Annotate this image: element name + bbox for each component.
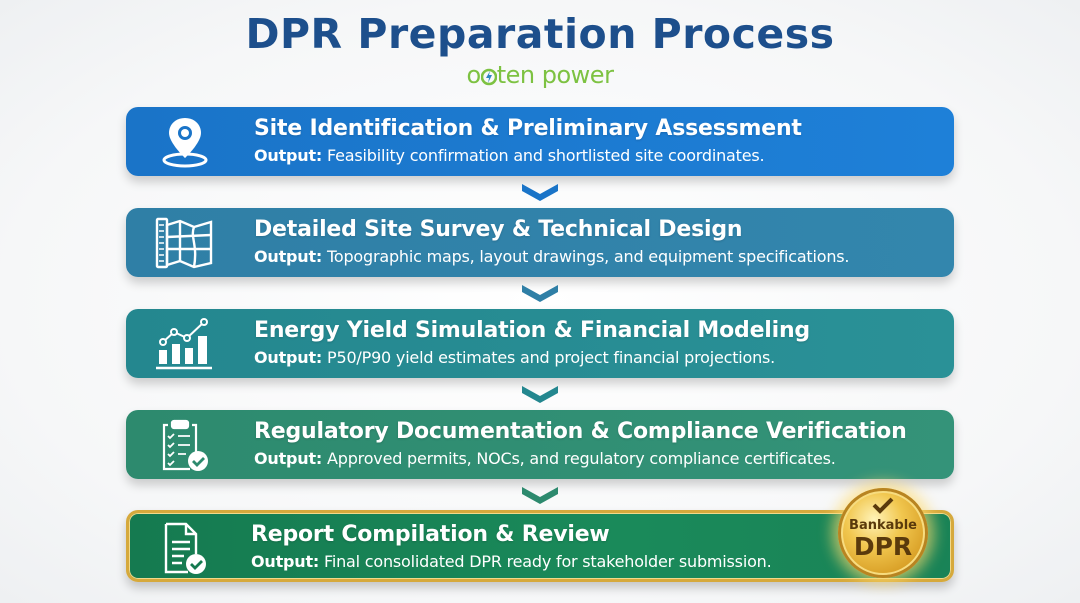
- chevron-down-icon: [522, 285, 558, 302]
- output-text: P50/P90 yield estimates and project fina…: [322, 348, 776, 367]
- step-heading: Detailed Site Survey & Technical Design: [254, 217, 743, 242]
- output-label: Output:: [254, 348, 323, 367]
- step-regulatory: Regulatory Documentation & Compliance Ve…: [126, 410, 954, 479]
- step-output: Output: Topographic maps, layout drawing…: [254, 247, 850, 266]
- chevron-down-icon: [522, 487, 558, 504]
- step-output: Output: P50/P90 yield estimates and proj…: [254, 348, 775, 367]
- map-pin-icon: [154, 114, 216, 170]
- step-heading: Regulatory Documentation & Compliance Ve…: [254, 419, 907, 444]
- step-site-identification: Site Identification & Preliminary Assess…: [126, 107, 954, 176]
- clipboard-check-icon: [154, 417, 216, 473]
- brand-prefix: o: [466, 61, 482, 89]
- step-output: Output: Approved permits, NOCs, and regu…: [254, 449, 836, 468]
- output-text: Approved permits, NOCs, and regulatory c…: [322, 449, 836, 468]
- step-output: Output: Feasibility confirmation and sho…: [254, 146, 765, 165]
- bankable-dpr-badge: Bankable DPR: [838, 488, 928, 578]
- brand-suffix: ten power: [496, 61, 614, 89]
- chevron-down-icon: [522, 386, 558, 403]
- output-text: Topographic maps, layout drawings, and e…: [322, 247, 850, 266]
- checkmark-icon: [872, 497, 894, 514]
- output-label: Output:: [254, 449, 323, 468]
- document-check-icon: [154, 520, 216, 576]
- step-heading: Energy Yield Simulation & Financial Mode…: [254, 318, 810, 343]
- badge-line1: Bankable: [849, 518, 917, 533]
- lightning-bolt-icon: [480, 61, 498, 89]
- page-title: DPR Preparation Process: [245, 10, 835, 58]
- brand-logo: o ten power: [0, 61, 1080, 89]
- step-heading: Site Identification & Preliminary Assess…: [254, 116, 802, 141]
- badge-line2: DPR: [853, 532, 913, 561]
- step-report-compilation: Report Compilation & Review Output: Fina…: [126, 510, 954, 582]
- output-text: Feasibility confirmation and shortlisted…: [322, 146, 765, 165]
- step-output: Output: Final consolidated DPR ready for…: [251, 552, 772, 571]
- step-site-survey: Detailed Site Survey & Technical Design …: [126, 208, 954, 277]
- step-heading: Report Compilation & Review: [251, 522, 610, 547]
- growth-chart-icon: [154, 316, 216, 372]
- survey-map-icon: [154, 215, 216, 271]
- step-energy-yield: Energy Yield Simulation & Financial Mode…: [126, 309, 954, 378]
- output-label: Output:: [254, 146, 323, 165]
- chevron-down-icon: [522, 184, 558, 201]
- output-label: Output:: [251, 552, 320, 571]
- output-label: Output:: [254, 247, 323, 266]
- output-text: Final consolidated DPR ready for stakeho…: [319, 552, 772, 571]
